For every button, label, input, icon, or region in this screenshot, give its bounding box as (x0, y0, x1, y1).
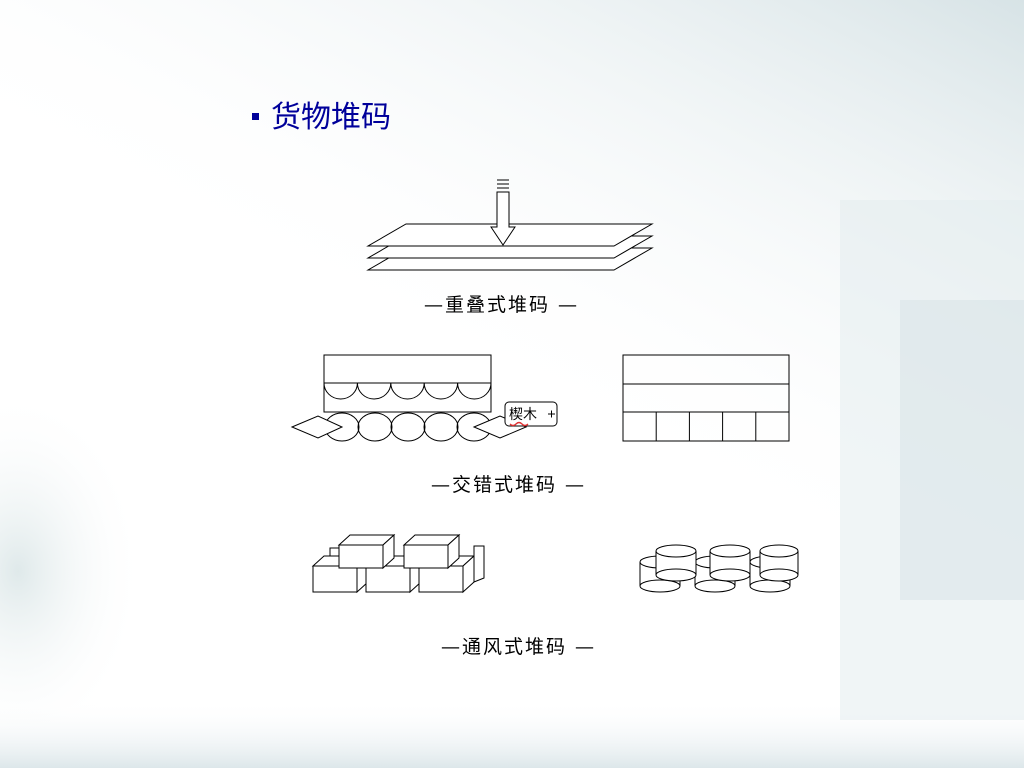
bullet-square-icon (252, 112, 259, 120)
staggered-stack-box-figure (622, 354, 790, 442)
cylinder-item (709, 544, 751, 582)
round-item (357, 412, 393, 442)
wedge-label-underline (509, 421, 529, 427)
ventilated-stack-box-figure (311, 533, 485, 594)
round-item (390, 412, 426, 442)
box-item (402, 533, 461, 570)
caption-staggered-stack: —交错式堆码 — (431, 474, 587, 496)
box-grid-outline (622, 354, 790, 442)
overlap-stack-figure (366, 179, 654, 271)
wedge-left (290, 415, 344, 439)
caption-overlap-stack: —重叠式堆码 — (424, 294, 580, 316)
cylinder-item (759, 544, 799, 582)
upper-round-row (323, 382, 492, 400)
ventilated-stack-cylinder-figure (639, 544, 799, 593)
box-item (337, 533, 396, 570)
staggered-stack-round-figure (290, 354, 558, 442)
stack-board-middle (323, 382, 492, 413)
caption-ventilated-stack: —通风式堆码 — (441, 636, 597, 658)
slide-title-text: 货物堆码 (271, 100, 391, 135)
cylinder-item (655, 544, 697, 582)
wedge-label-text: 楔木 (509, 407, 537, 423)
wedge-label-box (504, 401, 558, 427)
round-item (423, 412, 459, 442)
slide-title: 货物堆码 (252, 92, 391, 136)
down-arrow-icon (490, 179, 516, 246)
stack-board-top (323, 354, 492, 384)
